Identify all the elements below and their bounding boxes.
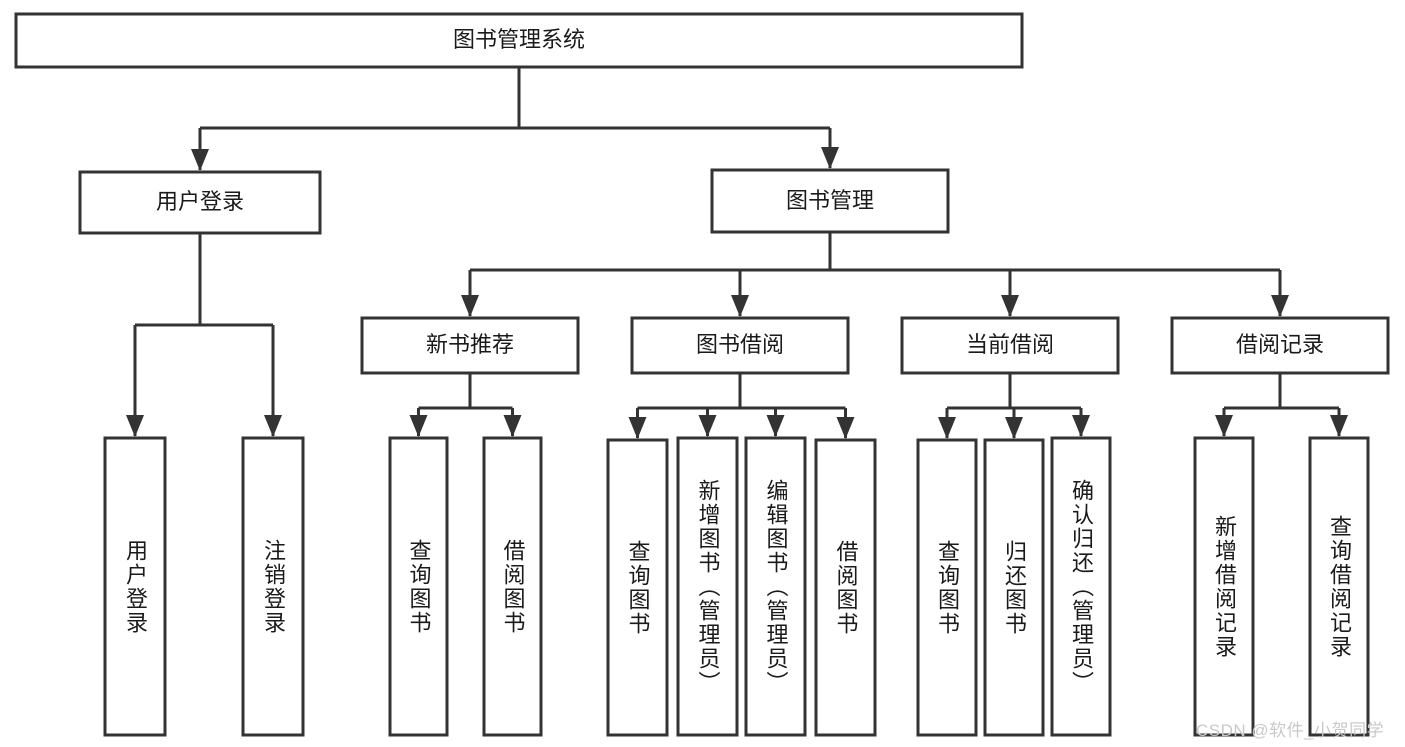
leaf-2-2[interactable] [1050, 436, 1112, 737]
connector-edges [126, 67, 1348, 439]
node-user-login[interactable] [78, 170, 322, 235]
arrow-head-icon [628, 417, 647, 439]
arrow-head-icon [1271, 295, 1289, 317]
leaf-1-1[interactable] [676, 436, 739, 737]
leaf-1-0[interactable] [606, 438, 669, 737]
arrow-head-icon [698, 415, 717, 437]
arrow-head-icon [1001, 295, 1019, 317]
arrow-head-icon [1005, 417, 1023, 439]
arrow-head-icon [836, 417, 855, 439]
node-boxes [14, 12, 1390, 737]
node-book-management[interactable] [710, 168, 950, 234]
leaf-3-1[interactable] [1308, 436, 1370, 737]
leaf-2-1[interactable] [983, 438, 1045, 737]
node-group-2[interactable] [900, 316, 1120, 375]
arrow-head-icon [264, 415, 282, 437]
leaf-0-0[interactable] [388, 436, 449, 737]
arrow-head-icon [503, 415, 522, 437]
arrow-head-icon [126, 415, 144, 437]
arrow-head-icon [821, 147, 839, 169]
leaf-2-0[interactable] [916, 438, 978, 737]
leaf-1-2[interactable] [744, 436, 807, 737]
arrow-head-icon [938, 417, 956, 439]
arrow-head-icon [1215, 415, 1233, 437]
leaf-0-1[interactable] [482, 436, 543, 737]
leaf-user-login-1[interactable] [241, 436, 305, 737]
arrow-head-icon [731, 295, 749, 317]
arrow-head-icon [191, 149, 209, 171]
arrow-head-icon [766, 415, 785, 437]
node-group-0[interactable] [360, 316, 580, 375]
leaf-1-3[interactable] [814, 438, 877, 737]
arrow-head-icon [409, 415, 428, 437]
arrow-head-icon [1072, 415, 1090, 437]
node-group-1[interactable] [630, 316, 850, 375]
node-图书管理系统-root[interactable] [14, 12, 1024, 69]
leaf-3-0[interactable] [1193, 436, 1255, 737]
node-group-3[interactable] [1170, 316, 1390, 375]
watermark-text: CSDN @软件_小贺同学 [1196, 721, 1385, 740]
arrow-head-icon [1330, 415, 1348, 437]
leaf-user-login-0[interactable] [103, 436, 167, 737]
arrow-head-icon [461, 295, 479, 317]
